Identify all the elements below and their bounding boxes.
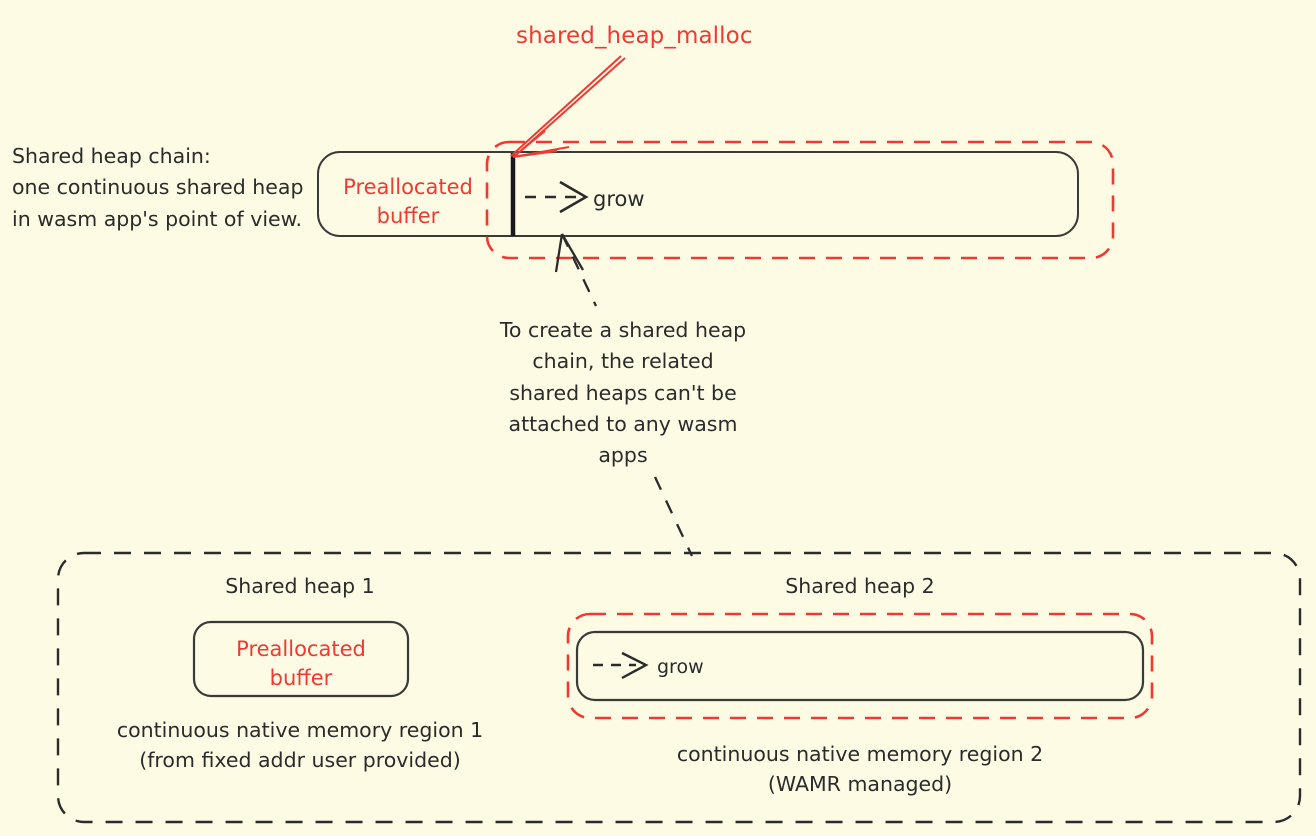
top-preallocated-buffer-label: Preallocated buffer xyxy=(343,175,473,228)
mid-note-pointer-arrow xyxy=(554,233,598,307)
shared-heap-malloc-arrow xyxy=(510,55,626,158)
top-continuous-heap-bar xyxy=(317,151,1079,237)
shared-heap-chain-description: Shared heap chain: one continuous shared… xyxy=(12,144,304,231)
top-grow-label: grow xyxy=(593,187,645,211)
mid-note-to-container-connector xyxy=(653,476,694,557)
top-grow-arrow-icon xyxy=(525,180,589,214)
native-memory-region-2-caption: continuous native memory region 2 (WAMR … xyxy=(676,742,1044,796)
bottom-grow-arrow-icon xyxy=(593,651,649,680)
shared-heap-malloc-label: shared_heap_malloc xyxy=(516,23,753,49)
native-memory-region-1-caption: continuous native memory region 1 (from … xyxy=(116,718,484,772)
shared-heap-2-box xyxy=(575,630,1145,702)
shared-heap-1-box xyxy=(192,620,410,698)
shared-heap-1-preallocated-buffer-label: Preallocated buffer xyxy=(236,637,366,690)
shared-heap-1-title: Shared heap 1 xyxy=(225,574,375,598)
shared-heap-2-red-dashed-box xyxy=(566,612,1154,720)
shared-heap-2-grow-label: grow xyxy=(657,656,704,678)
shared-heap-chain-note: To create a shared heap chain, the relat… xyxy=(499,318,747,468)
top-red-dashed-region xyxy=(485,140,1115,260)
shared-heap-2-title: Shared heap 2 xyxy=(785,574,935,598)
native-regions-outer-container xyxy=(56,551,1302,824)
